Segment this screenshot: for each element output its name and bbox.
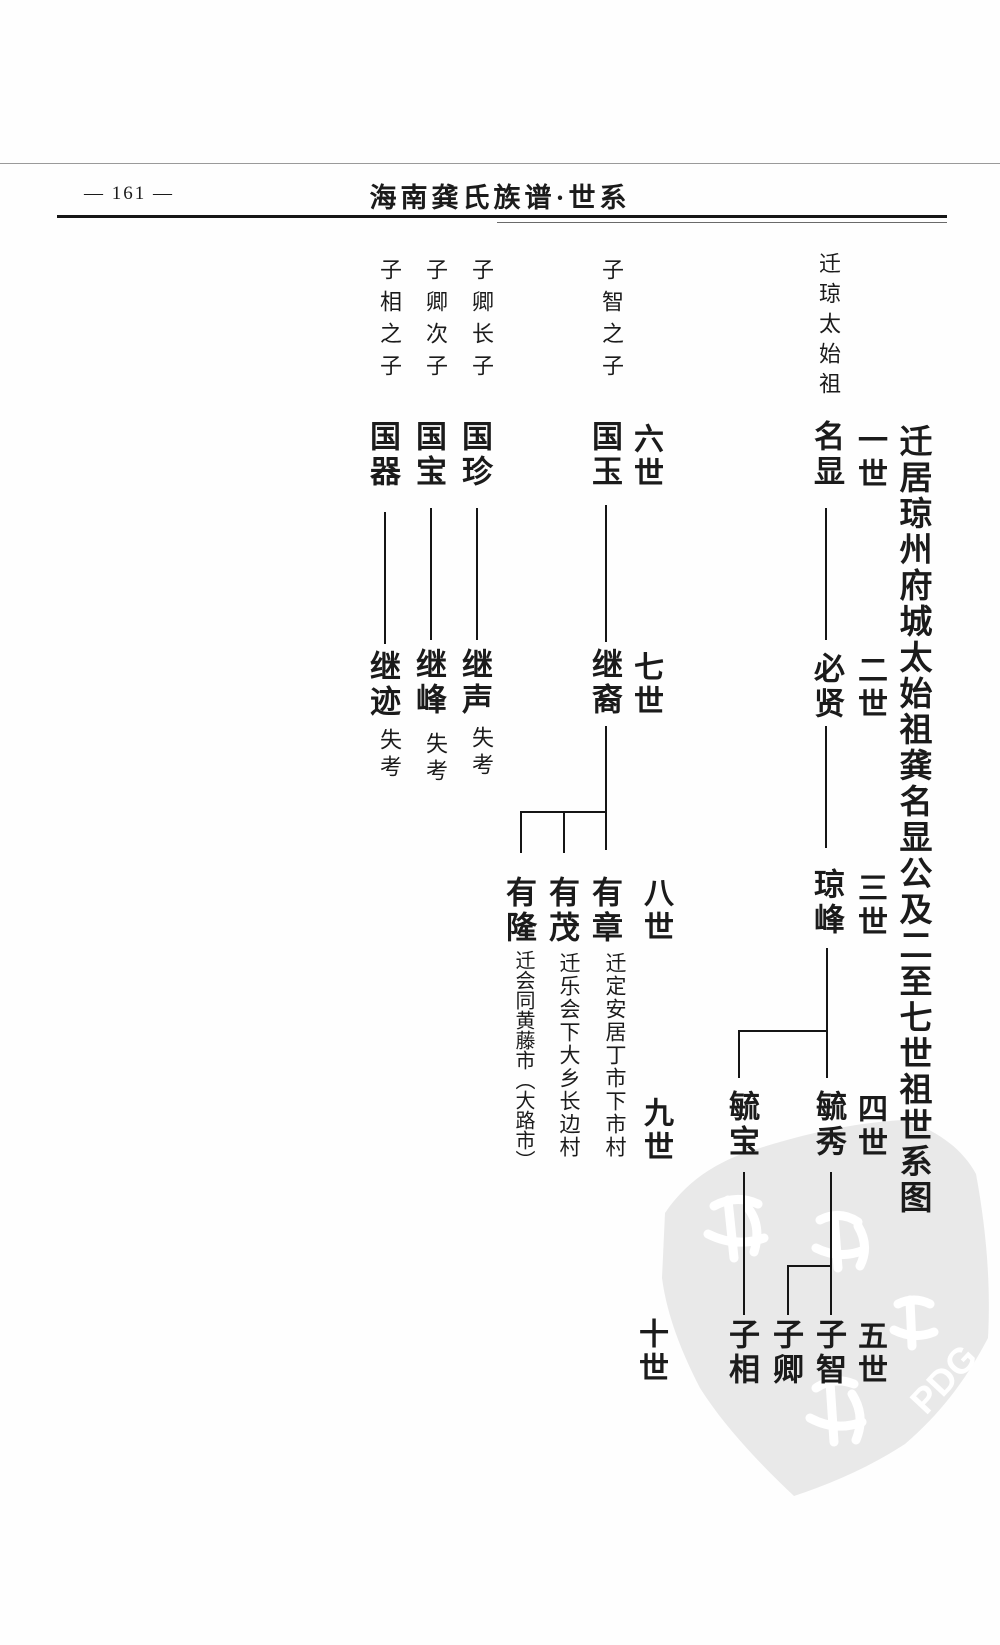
tree-line [605,505,607,642]
node-name-yubao: 毓宝 [724,1090,759,1160]
node-name-jiyi: 继裔 [587,648,622,718]
tree-line [738,1030,740,1078]
node-name-jisheng: 继声 [457,648,492,718]
generation-label-6: 六世 [629,423,662,491]
header-rule-echo [497,222,947,223]
migration-note-youlong: 迁会同黄藤市（大路市） [512,950,534,1170]
tree-line [384,512,386,644]
seal-glyph [811,1211,869,1273]
node-name-zixiang: 子相 [724,1318,759,1388]
ancestor-note-guoyu: 子智之子 [599,258,624,386]
watermark-blob [662,1120,989,1496]
node-name-zizhi: 子智 [811,1318,846,1388]
figure-title: 迁居琼州府城太始祖龚名显公及二至七世祖世系图 [894,424,930,1216]
header-rule [57,215,947,218]
node-name-guozhen: 国珍 [457,420,492,490]
ancestor-note-guozhen: 子卿长子 [469,258,494,386]
ancestor-note-mingxian: 迁琼太始祖 [816,252,841,402]
generation-label-2: 二世 [853,654,886,722]
ancestor-note-guoqi: 子相之子 [377,258,402,386]
generation-label-5: 五世 [853,1320,886,1388]
migration-note-youzhang: 迁定安居丁市下市村 [603,952,627,1159]
tree-line [743,1172,745,1315]
seal-glyph [805,1376,867,1447]
tree-line [825,508,827,640]
generation-label-4: 四世 [853,1093,886,1161]
node-name-bixian: 必贤 [809,652,844,722]
tree-line [830,1172,832,1315]
tree-line [826,948,828,1078]
generation-label-3: 三世 [853,872,886,940]
node-name-guobao: 国宝 [411,420,446,490]
top-hairline [0,163,1000,164]
tree-line [476,508,478,640]
generation-label-9: 九世 [639,1097,672,1165]
node-name-yuxiu: 毓秀 [811,1090,846,1160]
generation-label-1: 一世 [853,424,886,492]
tree-line [788,1265,832,1267]
node-name-guoqi: 国器 [365,420,400,490]
generation-label-10: 十世 [634,1318,667,1386]
node-name-youzhang: 有章 [587,876,622,946]
library-watermark: PDG [662,1120,989,1496]
ancestor-note-guobao: 子卿次子 [423,258,448,386]
page-number: — 161 — [84,183,174,204]
seal-glyph [703,1195,769,1263]
status-note-jisheng: 失考 [469,726,494,780]
tree-line [520,811,522,853]
node-name-jifeng: 继峰 [411,648,446,718]
tree-line [787,1265,789,1315]
generation-label-8: 八世 [639,877,672,945]
tree-line [563,811,565,853]
node-name-guoyu: 国玉 [587,420,622,490]
book-title: 海南龚氏族谱·世系 [369,183,631,213]
tree-line [430,508,432,640]
node-name-youmao: 有茂 [544,876,579,946]
status-note-jifeng: 失考 [423,732,448,786]
generation-label-7: 七世 [629,651,662,719]
node-name-youlong: 有隆 [501,876,536,946]
tree-line [739,1030,828,1032]
tree-line [605,726,607,850]
node-name-jiji: 继迹 [365,650,400,720]
node-name-ziqing: 子卿 [768,1318,803,1388]
tree-line [825,726,827,848]
migration-note-youmao: 迁乐会下大乡长边村 [557,952,581,1159]
node-name-qiongfeng: 琼峰 [809,868,844,938]
status-note-jiji: 失考 [377,728,402,782]
seal-glyph [889,1295,939,1351]
node-name-mingxian: 名显 [809,420,844,490]
